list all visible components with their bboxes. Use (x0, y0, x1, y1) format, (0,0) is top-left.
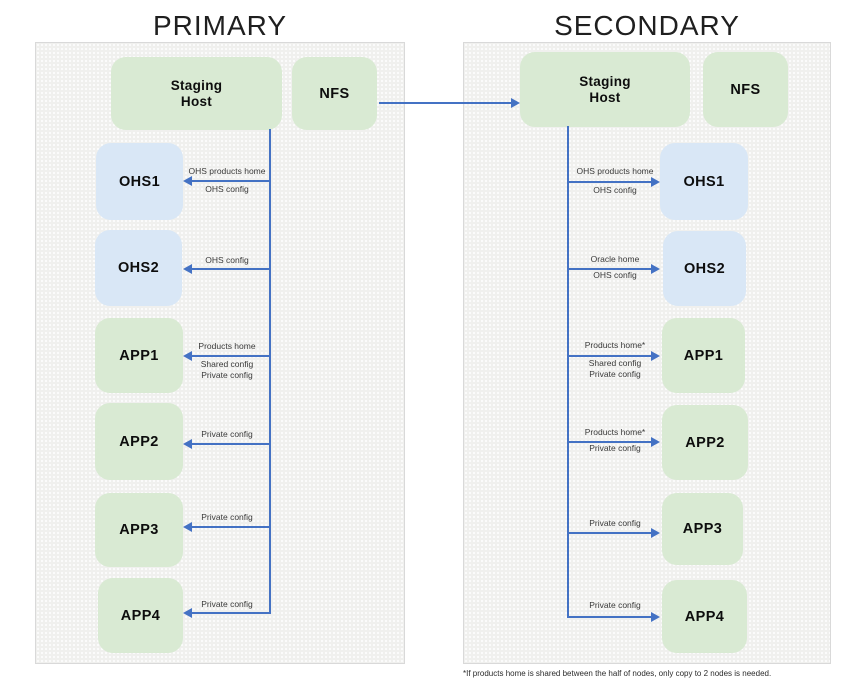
staging-host-label-line2: Host (589, 89, 621, 105)
arrowhead-secondary-app1 (651, 351, 660, 361)
app3-label: APP3 (682, 521, 723, 537)
nfs-label: NFS (319, 85, 350, 102)
edge-primary-app2 (190, 443, 270, 445)
staging-host-label-line1: Staging (170, 77, 223, 93)
staging-host-label-line2: Host (180, 93, 213, 109)
edge-primary-to-secondary (379, 102, 513, 104)
edge-label-primary-app4-above: Private config (201, 599, 253, 609)
secondary-trunk-line (567, 126, 569, 618)
primary-trunk-line (269, 129, 271, 614)
edge-primary-ohs2 (190, 268, 270, 270)
edge-label-secondary-ohs2-above: Oracle home (590, 254, 640, 264)
secondary-panel (463, 42, 831, 664)
edge-label-secondary-ohs2-below: OHS config (593, 270, 637, 280)
secondary-ohs2-box: OHS2 (663, 231, 746, 306)
ohs1-label: OHS1 (118, 173, 161, 190)
primary-panel (35, 42, 405, 664)
primary-staging-host-box: Staging Host (111, 57, 282, 130)
secondary-app4-box: APP4 (662, 580, 747, 653)
edge-secondary-ohs1 (568, 181, 652, 183)
app1-label: APP1 (119, 347, 159, 364)
edge-label-primary-app1-below2: Private config (201, 370, 253, 380)
primary-ohs2-box: OHS2 (95, 230, 182, 306)
primary-app3-box: APP3 (95, 493, 183, 567)
edge-label-secondary-app4-above: Private config (589, 600, 641, 610)
edge-primary-ohs1 (190, 180, 270, 182)
arrowhead-secondary-ohs2 (651, 264, 660, 274)
primary-app1-box: APP1 (95, 318, 183, 393)
secondary-app2-box: APP2 (662, 405, 748, 480)
edge-label-primary-app3-above: Private config (201, 512, 253, 522)
edge-label-primary-ohs1-below: OHS config (205, 184, 249, 194)
primary-title: PRIMARY (152, 10, 288, 41)
edge-label-secondary-app1-below2: Private config (589, 369, 641, 379)
secondary-title: SECONDARY (554, 10, 740, 41)
edge-primary-app4 (190, 612, 270, 614)
edge-label-primary-app1-below1: Shared config (200, 359, 254, 369)
edge-label-primary-ohs1-above: OHS products home (188, 166, 266, 176)
primary-nfs-box: NFS (292, 57, 377, 130)
secondary-nfs-box: NFS (703, 52, 788, 127)
secondary-app3-box: APP3 (662, 493, 743, 565)
edge-label-primary-app2-above: Private config (201, 429, 253, 439)
ohs2-label: OHS2 (117, 260, 160, 276)
edge-label-secondary-app1-above: Products home* (584, 340, 646, 350)
arrowhead-secondary-app3 (651, 528, 660, 538)
app3-label: APP3 (119, 522, 159, 538)
edge-label-secondary-app3-above: Private config (589, 518, 641, 528)
arrowhead-secondary-app4 (651, 612, 660, 622)
edge-secondary-ohs2 (568, 268, 652, 270)
app2-label: APP2 (685, 434, 725, 451)
secondary-app1-box: APP1 (662, 318, 745, 393)
edge-secondary-app3 (568, 532, 652, 534)
app2-label: APP2 (119, 433, 159, 450)
edge-label-secondary-ohs1-below: OHS config (593, 185, 637, 195)
edge-label-secondary-ohs1-above: OHS products home (576, 166, 654, 176)
primary-app2-box: APP2 (95, 403, 183, 480)
edge-primary-app3 (190, 526, 270, 528)
secondary-staging-host-box: Staging Host (520, 52, 690, 127)
secondary-ohs1-box: OHS1 (660, 143, 748, 220)
edge-primary-app1 (190, 355, 270, 357)
edge-secondary-app4 (568, 616, 652, 618)
arrowhead-primary-ohs2 (183, 264, 192, 274)
arrowhead-primary-ohs1 (183, 176, 192, 186)
nfs-label: NFS (730, 81, 761, 98)
staging-host-label-line1: Staging (579, 73, 631, 89)
edge-secondary-app1 (568, 355, 652, 357)
ohs1-label: OHS1 (683, 173, 725, 190)
app1-label: APP1 (683, 347, 724, 364)
edge-label-primary-ohs2-above: OHS config (205, 255, 249, 265)
edge-label-secondary-app2-above: Products home* (584, 427, 646, 437)
arrowhead-primary-app4 (183, 608, 192, 618)
app4-label: APP4 (684, 608, 725, 625)
edge-secondary-app2 (568, 441, 652, 443)
ohs2-label: OHS2 (683, 260, 726, 277)
edge-label-primary-app1-above: Products home (198, 341, 256, 351)
primary-ohs1-box: OHS1 (96, 143, 183, 220)
primary-app4-box: APP4 (98, 578, 183, 653)
arrowhead-primary-app2 (183, 439, 192, 449)
arrowhead-secondary-app2 (651, 437, 660, 447)
edge-label-secondary-app2-below: Private config (589, 443, 641, 453)
arrowhead-secondary-staging (511, 98, 520, 108)
arrowhead-primary-app1 (183, 351, 192, 361)
arrowhead-secondary-ohs1 (651, 177, 660, 187)
arrowhead-primary-app3 (183, 522, 192, 532)
edge-label-secondary-app1-below1: Shared config (588, 358, 642, 368)
footnote: *If products home is shared between the … (463, 669, 772, 678)
app4-label: APP4 (120, 607, 161, 624)
